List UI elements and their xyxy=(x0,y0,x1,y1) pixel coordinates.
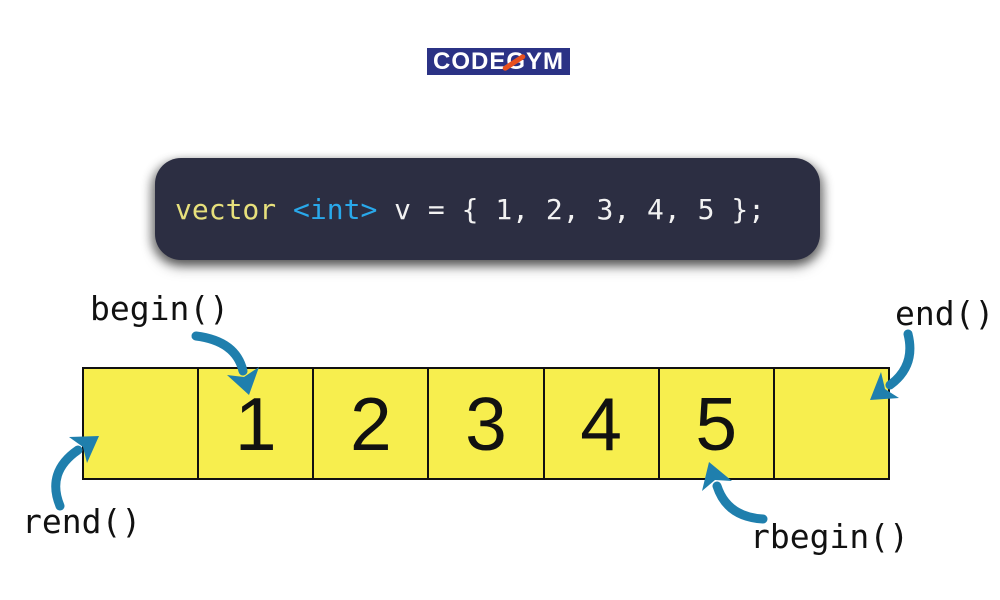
code-line: vector <int> v = { 1, 2, 3, 4, 5 }; xyxy=(175,193,765,226)
vector-cell-4: 4 xyxy=(544,369,660,478)
vector-cell-end-sentinel xyxy=(774,369,888,478)
rbegin-label: rbegin() xyxy=(750,517,909,556)
rend-label: rend() xyxy=(22,502,142,541)
vector-cell-1: 1 xyxy=(199,369,315,478)
vector-cell-3: 3 xyxy=(429,369,545,478)
vector-cell-5: 5 xyxy=(659,369,775,478)
code-token-keyword: vector xyxy=(175,192,294,226)
end-label: end() xyxy=(895,294,995,333)
vector-cell-2: 2 xyxy=(314,369,430,478)
vector-cells: 1 2 3 4 5 xyxy=(82,367,890,480)
code-snippet-box: vector <int> v = { 1, 2, 3, 4, 5 }; xyxy=(155,158,820,260)
codegym-logo-text: CODEGYM xyxy=(432,48,564,75)
begin-label: begin() xyxy=(90,289,230,328)
vector-cell-front-sentinel xyxy=(84,369,200,478)
code-token-type: <int> xyxy=(293,192,378,226)
codegym-logo: CODEGYM xyxy=(427,48,570,75)
code-token-rest: v = { 1, 2, 3, 4, 5 }; xyxy=(377,192,766,226)
